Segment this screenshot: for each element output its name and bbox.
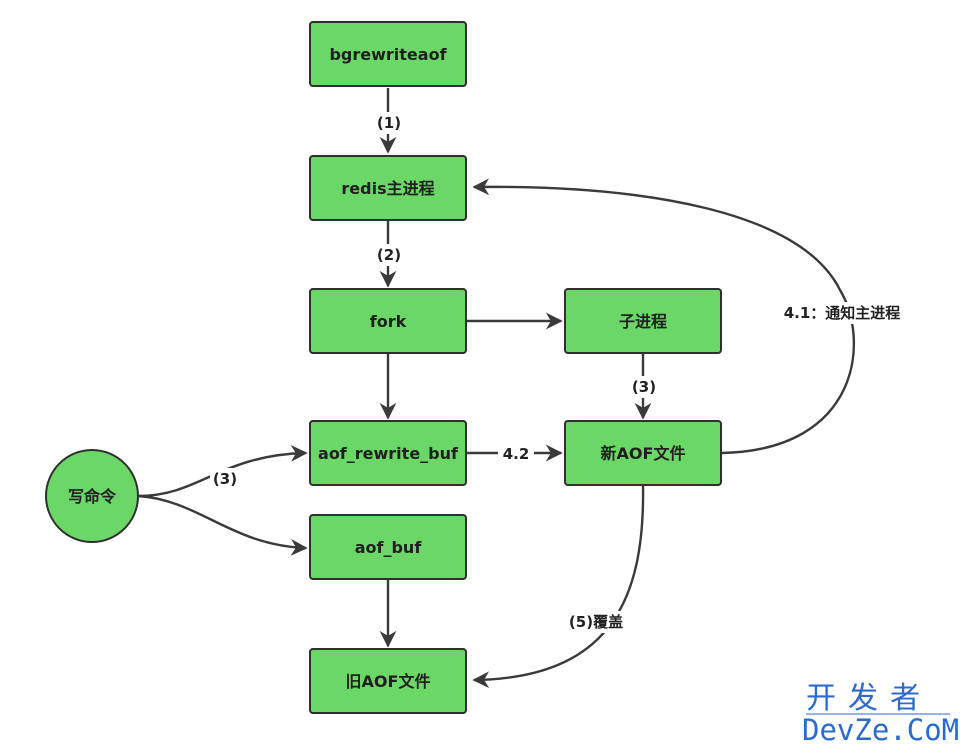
watermark-logo: 开发者 DevZe.CoM [802, 681, 959, 746]
edge-label-3-write: (3) [213, 470, 237, 488]
node-child-process: 子进程 [564, 288, 722, 354]
edge-label-3-child: (3) [632, 378, 656, 396]
watermark-en: DevZe.CoM [802, 713, 959, 746]
edge-label-5: (5)覆盖 [569, 613, 623, 631]
edge-label-4-2: 4.2 [503, 445, 530, 463]
node-fork: fork [309, 288, 467, 354]
node-new-aof-file: 新AOF文件 [564, 420, 722, 486]
svg-text:子进程: 子进程 [619, 312, 667, 331]
svg-text:新AOF文件: 新AOF文件 [601, 444, 686, 463]
edge-label-1: (1) [377, 114, 401, 132]
svg-text:aof_buf: aof_buf [355, 538, 423, 557]
edge-new-aof-to-old-aof [472, 484, 645, 689]
node-aof-buf: aof_buf [309, 514, 467, 580]
svg-text:bgrewriteaof: bgrewriteaof [329, 45, 447, 64]
svg-text:写命令: 写命令 [68, 487, 117, 506]
svg-text:fork: fork [370, 312, 407, 331]
edge-labels: (1) (2) (3) 4.2 4.1：通知主进程 (3) (5)覆盖 [210, 112, 912, 633]
svg-text:aof_rewrite_buf: aof_rewrite_buf [318, 444, 459, 463]
edge-write-to-aof-buf [137, 494, 308, 556]
svg-text:redis主进程: redis主进程 [341, 179, 434, 198]
svg-text:旧AOF文件: 旧AOF文件 [346, 672, 431, 691]
watermark-cn: 开发者 [806, 681, 932, 716]
node-bgrewriteaof: bgrewriteaof [309, 21, 467, 87]
edge-label-2: (2) [377, 246, 401, 264]
node-old-aof-file: 旧AOF文件 [309, 648, 467, 714]
edges [137, 88, 856, 689]
edge-label-4-1: 4.1：通知主进程 [784, 304, 901, 322]
edge-new-aof-to-redis [472, 178, 856, 455]
node-aof-rewrite-buf: aof_rewrite_buf [309, 420, 467, 486]
node-write-command: 写命令 [45, 449, 139, 543]
node-redis-main-process: redis主进程 [309, 155, 467, 221]
